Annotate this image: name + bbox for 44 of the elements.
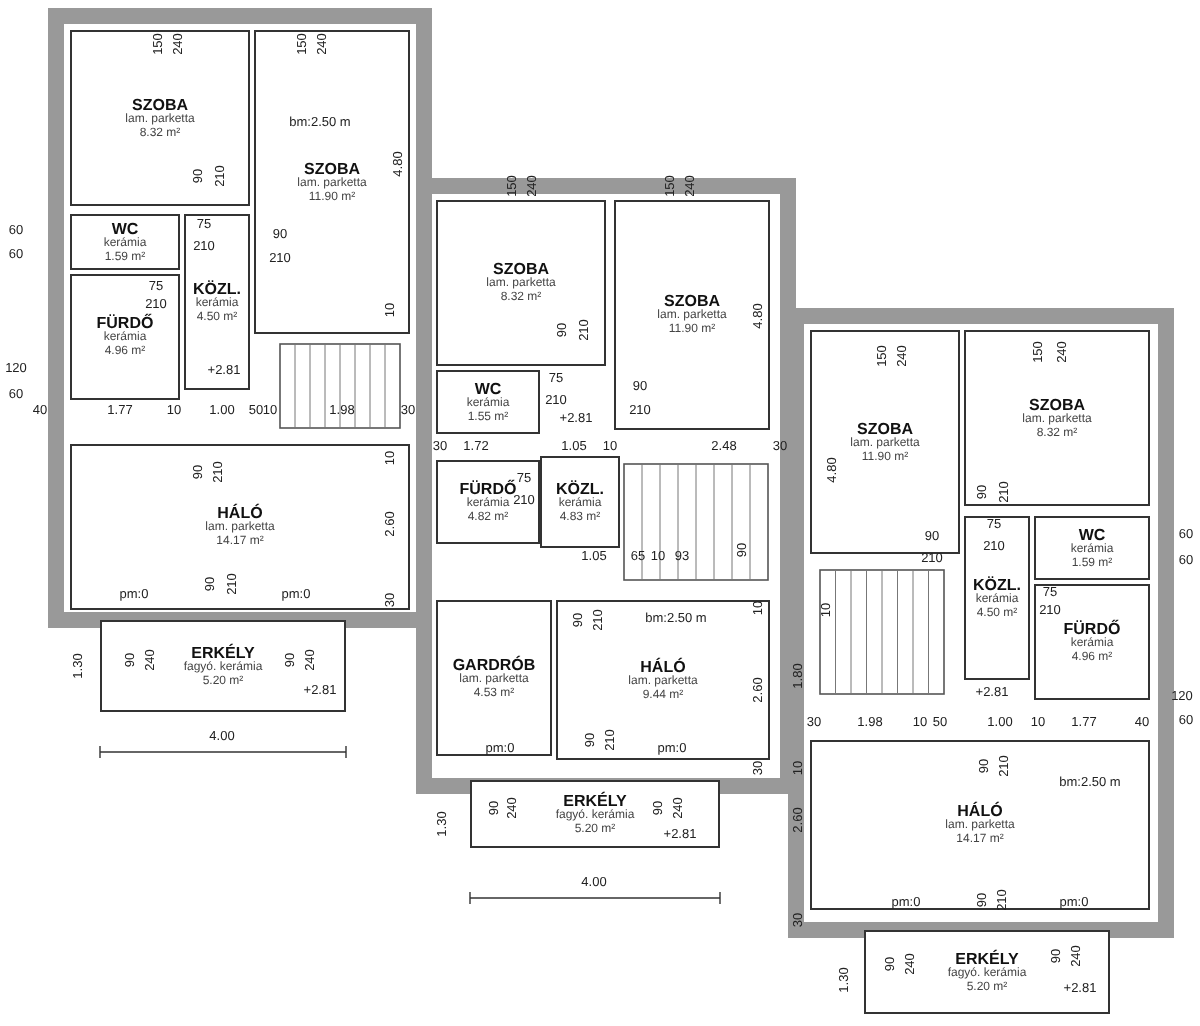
room-name: KÖZL. [193,279,241,298]
room-name: FÜRDŐ [459,479,517,498]
room-outline [70,214,180,270]
room-outline [70,274,180,400]
room-outline [436,200,606,366]
room-outline [470,780,720,848]
room-name: SZOBA [493,260,549,279]
room-outline [436,600,552,756]
room-name: HÁLÓ [217,504,263,523]
room-name: KÖZL. [556,479,604,498]
room-name: GARDRÓB [452,655,536,674]
room-name: SZOBA [304,159,360,178]
room-name: SZOBA [132,95,188,114]
room-name: SZOBA [857,419,913,438]
room-outline [964,330,1150,506]
room-name: HÁLÓ [957,802,1003,821]
room-name: ERKÉLY [563,791,627,810]
room-name: FÜRDŐ [96,314,154,333]
room-outline [436,370,540,434]
room-outline [810,740,1150,910]
room-name: WC [111,219,139,238]
room-name: SZOBA [1029,395,1085,414]
room-outline [436,460,540,544]
room-name: FÜRDŐ [1063,619,1121,638]
room-outline [556,600,770,760]
room-name: HÁLÓ [640,657,686,676]
room-name: ERKÉLY [955,949,1019,968]
room-outline [100,620,346,712]
room-outline [810,330,960,554]
room-outline [540,456,620,548]
room-name: WC [1078,525,1106,544]
room-outline [184,214,250,390]
room-name: ERKÉLY [191,643,255,662]
room-outline [254,30,410,334]
room-outline [864,930,1110,1014]
room-name: KÖZL. [973,575,1021,594]
room-outline [70,30,250,206]
room-name: WC [474,379,502,398]
room-outline [70,444,410,610]
room-outline [964,516,1030,680]
room-outline [1034,584,1150,700]
room-outline [614,200,770,430]
room-name: SZOBA [664,292,720,311]
room-outline [1034,516,1150,580]
